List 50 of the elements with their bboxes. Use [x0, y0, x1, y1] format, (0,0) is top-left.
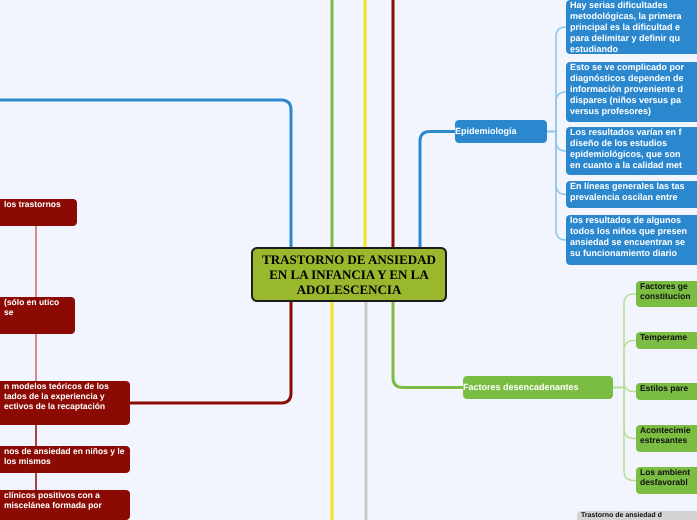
connector-line: [35, 425, 37, 446]
connector-line: [35, 226, 37, 297]
topic-text: Hay serias dificultades metodológicas, la primera principal es la dificultad e para delimitar y definir qu estudiando: [570, 0, 683, 54]
subtopic-box: [566, 181, 697, 208]
central-topic-box: [251, 247, 447, 302]
connector-line: [364, 302, 368, 520]
connector-line: [130, 302, 292, 404]
topic-box: [463, 376, 613, 399]
connector-line: [35, 473, 37, 490]
topic-text: n modelos teóricos de los tados de la experiencia y ectivos de la recaptación: [4, 381, 110, 411]
topic-text: Temperame: [640, 332, 688, 342]
connector-line: [35, 334, 37, 381]
topic-text: Esto se ve complicado por diagnósticos dependen de información proveniente d dispares (niños versus pa versus profesores): [570, 62, 686, 117]
topic-text: Epidemiología: [455, 124, 518, 138]
connector-line: [0, 98, 292, 247]
topic-text: Factores desencadenantes: [463, 380, 580, 394]
connector-line: [330, 302, 334, 520]
subtopic-box: [0, 381, 130, 425]
connector-line: [418, 130, 455, 247]
topic-text: clínicos positivos con a miscelánea formada por: [4, 490, 103, 510]
subtopic-box: [566, 127, 697, 175]
subtopic-box: [636, 467, 697, 494]
connector-line: [547, 130, 567, 241]
topic-text: Los resultados varían en f diseño de los estudios epidemiológicos, que son en cuanto a la calidad met: [570, 127, 684, 171]
subtopic-box: [636, 425, 697, 452]
topic-box: [577, 511, 697, 520]
subtopic-box: [636, 281, 697, 307]
connector-line: [392, 0, 394, 247]
topic-text: los trastornos: [4, 199, 62, 209]
subtopic-box: [0, 446, 130, 473]
connector-line: [392, 302, 463, 389]
connector-line: [330, 0, 334, 247]
subtopic-box: [566, 215, 697, 265]
topic-text: Acontecimie estresantes: [640, 425, 692, 445]
subtopic-box: [566, 62, 697, 122]
topic-text: Factores ge constitucion: [640, 281, 692, 301]
subtopic-box: [636, 383, 697, 400]
topic-text: (sólo en utico se: [4, 297, 60, 317]
connector-line: [364, 0, 366, 247]
topic-box: [455, 120, 547, 143]
subtopic-box: [0, 199, 77, 226]
topic-text: TRASTORNO DE ANSIEDAD EN LA INFANCIA Y EN LA ADOLESCENCIA: [261, 252, 437, 297]
topic-text: los resultados de algunos todos los niños que presen ansiedad se encuentran se su funcionamiento diario: [570, 215, 688, 259]
subtopic-box: [636, 332, 697, 349]
subtopic-box: [0, 297, 75, 334]
topic-text: Estilos pare: [640, 383, 690, 393]
topic-text: nos de ansiedad en niños y le los mismos: [4, 446, 126, 466]
topic-text: Los ambient desfavorabl: [640, 467, 692, 487]
subtopic-box: [0, 490, 130, 520]
topic-text: En líneas generales las tas prevalencia oscilan entre: [570, 181, 686, 203]
